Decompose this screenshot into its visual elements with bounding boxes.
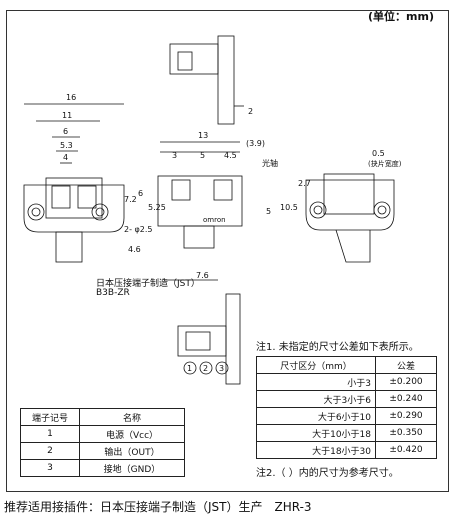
table-row: 大于6小于10±0.290	[256, 407, 437, 425]
pin-header-symbol: 端子记号	[20, 408, 80, 426]
table-row: 大于3小于6±0.240	[256, 390, 437, 408]
tol-value: ±0.240	[375, 390, 437, 408]
front-view: omron 13 (3.9) 3 5 4.5 光轴 7.2 6 5.25 5 1…	[124, 131, 298, 281]
right-view: 0.5 (抉片宽度) 2.7	[298, 149, 402, 263]
pin-name: 电源（Vcc）	[79, 425, 185, 443]
pin-number: 1	[20, 425, 80, 443]
connector-model: B3B-ZR	[96, 288, 130, 298]
unit-label: (单位：mm)	[368, 10, 434, 23]
tol-value: ±0.290	[375, 407, 437, 425]
dim-0-5: 0.5	[372, 149, 385, 158]
tolerance-table: 尺寸区分（mm） 公差 小于3±0.200 大于3小于6±0.240 大于6小于…	[256, 356, 437, 459]
omron-logo: omron	[203, 216, 226, 224]
dim-16: 16	[66, 93, 76, 102]
pin-number: 2	[20, 442, 80, 460]
dim-5-3: 5.3	[60, 141, 73, 150]
tol-header-tolerance: 公差	[375, 356, 437, 374]
dim-11: 11	[62, 111, 72, 120]
note-2: 注2.（ ）内的尺寸为参考尺寸。	[256, 468, 399, 479]
tol-range: 小于3	[256, 373, 376, 391]
table-row: 大于10小于18±0.350	[256, 424, 437, 442]
pin-name: 接地（GND）	[79, 459, 185, 477]
dim-10-5: 10.5	[280, 203, 298, 212]
dim-5-25: 5.25	[148, 203, 166, 212]
pin-header-name: 名称	[79, 408, 185, 426]
pin-circle-2: 2	[203, 364, 208, 373]
drawing-frame: (单位：mm)	[6, 10, 449, 492]
pin-name: 输出（OUT）	[79, 442, 185, 460]
recommended-connector-footer: 推荐适用接插件：日本压接端子制造（JST）生产 ZHR-3	[4, 500, 312, 514]
tol-range: 大于18小于30	[256, 441, 376, 459]
dim-4-5: 4.5	[224, 151, 237, 160]
dim-7-2: 7.2	[124, 195, 137, 204]
dim-4: 4	[63, 153, 68, 162]
tol-range: 大于6小于10	[256, 407, 376, 425]
pin-circle-3: 3	[219, 364, 224, 373]
tol-range: 大于3小于6	[256, 390, 376, 408]
dim-7-6: 7.6	[196, 271, 209, 280]
top-view: 2	[169, 35, 253, 125]
dim-3-9: (3.9)	[246, 139, 265, 148]
dim-3: 3	[172, 151, 177, 160]
tol-value: ±0.350	[375, 424, 437, 442]
tol-value: ±0.420	[375, 441, 437, 459]
pin-number: 3	[20, 459, 80, 477]
dim-6: 6	[63, 127, 68, 136]
tol-header-range: 尺寸区分（mm）	[256, 356, 376, 374]
connector-view: 1 2 3	[177, 293, 241, 385]
note-1: 注1. 未指定的尺寸公差如下表所示。	[256, 342, 419, 353]
dim-13: 13	[198, 131, 208, 140]
pin-circle-1: 1	[187, 364, 192, 373]
dim-5-right: 5	[266, 207, 271, 216]
dim-2: 2	[248, 107, 253, 116]
dim-2-7: 2.7	[298, 179, 311, 188]
table-row: 大于18小于30±0.420	[256, 441, 437, 459]
dim-6-front: 6	[138, 189, 143, 198]
dim-hole: 2- φ2.5	[124, 225, 153, 234]
dim-5: 5	[200, 151, 205, 160]
optical-axis-label: 光轴	[262, 158, 278, 168]
table-row: 小于3±0.200	[256, 373, 437, 391]
left-view: 16 11 6 5.3 4 2- φ2.5	[23, 93, 153, 263]
connector-label: 日本压接端子制造（JST）	[96, 279, 200, 289]
tab-width-label: (抉片宽度)	[368, 159, 402, 168]
dim-4-6: 4.6	[128, 245, 141, 254]
tol-value: ±0.200	[375, 373, 437, 391]
tol-range: 大于10小于18	[256, 424, 376, 442]
